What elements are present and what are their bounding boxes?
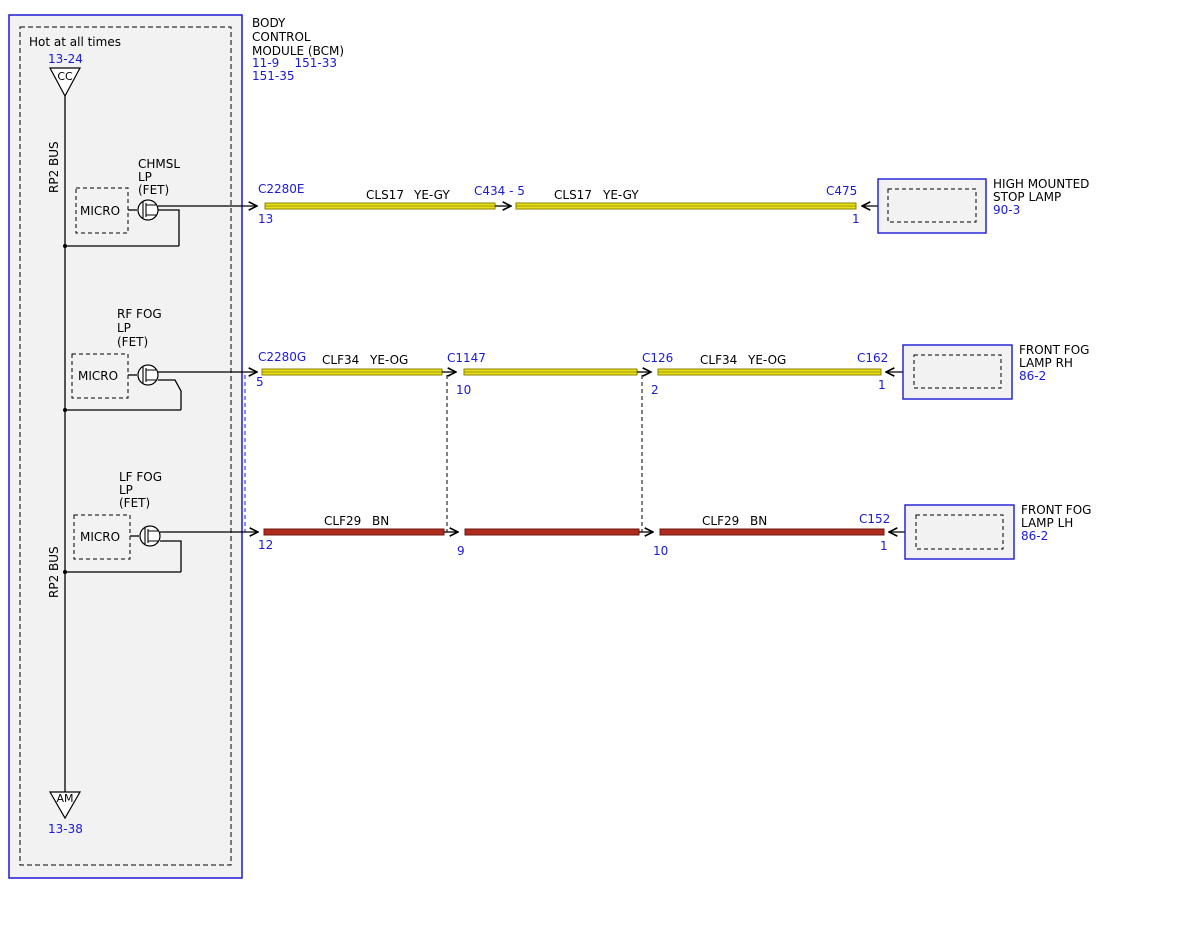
terminal-cc-label: CC <box>57 70 73 83</box>
fet-icon-lf <box>139 525 161 547</box>
bcm-name-line-3: MODULE (BCM) <box>252 44 344 58</box>
pin-9: 9 <box>457 544 465 558</box>
output-rf-fog: RF FOG LP (FET) MICRO <box>63 307 182 412</box>
bcm-module-box <box>8 14 243 879</box>
output-rf-label-3: (FET) <box>117 335 148 349</box>
circuit-id-cls17: CLS17 <box>554 188 592 202</box>
hot-at-all-times-label: Hot at all times <box>29 35 121 49</box>
circuit-id-clf34: CLF34 <box>700 353 737 367</box>
device-label-line-2: LAMP RH <box>1019 356 1073 370</box>
bus-junction-chmsl <box>63 244 67 248</box>
wire-color-ye-og: YE-OG <box>747 353 786 367</box>
bcm-name-line-1: BODY <box>252 16 286 30</box>
pin-c475: 1 <box>852 212 860 226</box>
fet-return-rf <box>158 379 182 410</box>
connector-c434[interactable]: C434 - 5 <box>474 184 525 198</box>
wire-color-ye-gy: YE-GY <box>413 188 450 202</box>
bus-junction-lf <box>63 570 67 574</box>
wire-color-ye-og: YE-OG <box>369 353 408 367</box>
top-terminal-ref[interactable]: 13-24 <box>48 52 83 66</box>
output-chmsl-label-3: (FET) <box>138 183 169 197</box>
circuit-id-clf29: CLF29 <box>324 514 361 528</box>
device-inner-boundary <box>913 354 1002 389</box>
micro-label-chmsl: MICRO <box>80 204 120 218</box>
device-label-line-2: STOP LAMP <box>993 190 1061 204</box>
circuit-id-clf34: CLF34 <box>322 353 359 367</box>
pin-c162: 1 <box>878 378 886 392</box>
output-rf-label-2: LP <box>117 321 131 335</box>
fet-symbol-rf <box>142 367 156 383</box>
output-chmsl-label-1: CHMSL <box>138 157 180 171</box>
fet-return-lf <box>160 540 182 572</box>
connector-c1147[interactable]: C1147 <box>447 351 486 365</box>
wire-color-ye-gy: YE-GY <box>602 188 639 202</box>
device-ref[interactable]: 90-3 <box>993 203 1020 217</box>
fet-icon-rf <box>137 364 159 386</box>
pin-10: 10 <box>653 544 668 558</box>
circuit-fog-rh: C2280G 5 CLF34 YE-OG C1147 10 C126 2 CLF… <box>158 343 1089 400</box>
bcm-inner-boundary <box>19 26 232 866</box>
fet-symbol-lf <box>144 528 158 544</box>
wire-segment[interactable] <box>464 528 640 536</box>
device-inner-boundary <box>915 514 1004 550</box>
device-inner-boundary <box>887 188 977 223</box>
fet-return-chmsl <box>158 209 180 246</box>
wire-color-bn: BN <box>750 514 767 528</box>
bottom-terminal-ref[interactable]: 13-38 <box>48 822 83 836</box>
wire-color-bn: BN <box>372 514 389 528</box>
micro-box-chmsl <box>75 187 129 234</box>
output-chmsl-label-2: LP <box>138 170 152 184</box>
bcm-ref-line-2[interactable]: 151-35 <box>252 69 295 83</box>
circuit-fog-lh: 12 CLF29 BN 9 10 CLF29 BN C152 1 FRONT F… <box>160 503 1091 560</box>
rp2-bus-label-top: RP2 BUS <box>47 141 61 193</box>
output-lf-label-3: (FET) <box>119 496 150 510</box>
connector-c152[interactable]: C152 <box>859 512 890 526</box>
device-label-line-2: LAMP LH <box>1021 516 1073 530</box>
micro-label-rf: MICRO <box>78 369 118 383</box>
fet-icon-chmsl <box>137 199 159 221</box>
output-lf-label-2: LP <box>119 483 133 497</box>
circuit-id-clf29: CLF29 <box>702 514 739 528</box>
micro-box-lf <box>73 514 131 560</box>
terminal-am-label: AM <box>56 792 73 805</box>
wire-segment[interactable] <box>263 528 445 536</box>
connector-c162[interactable]: C162 <box>857 351 888 365</box>
connector-c126[interactable]: C126 <box>642 351 673 365</box>
device-label-line-1: FRONT FOG <box>1021 503 1091 517</box>
wire-segment[interactable] <box>659 528 885 536</box>
connector-c2280g[interactable]: C2280G <box>258 350 306 364</box>
pin-c152: 1 <box>880 539 888 553</box>
pin-12: 12 <box>258 538 273 552</box>
rp2-bus-label-bottom: RP2 BUS <box>47 546 61 598</box>
output-rf-label-1: RF FOG <box>117 307 162 321</box>
pin-c126: 2 <box>651 383 659 397</box>
device-box-front-fog-lamp-rh[interactable] <box>902 344 1013 400</box>
device-ref[interactable]: 86-2 <box>1019 369 1046 383</box>
bus-junction-rf <box>63 408 67 412</box>
connector-c475[interactable]: C475 <box>826 184 857 198</box>
device-box-high-mounted-stop-lamp[interactable] <box>877 178 987 234</box>
micro-label-lf: MICRO <box>80 530 120 544</box>
terminal-am-triangle <box>48 791 82 820</box>
fet-symbol-chmsl <box>142 202 156 218</box>
circuit-chmsl: C2280E 13 CLS17 YE-GY C434 - 5 CLS17 YE-… <box>158 177 1089 234</box>
terminal-cc-triangle <box>48 67 82 98</box>
device-label-line-1: FRONT FOG <box>1019 343 1089 357</box>
bcm-name-line-2: CONTROL <box>252 30 311 44</box>
output-lf-label-1: LF FOG <box>119 470 162 484</box>
pin-c2280g: 5 <box>256 375 264 389</box>
device-ref[interactable]: 86-2 <box>1021 529 1048 543</box>
output-lf-fog: LF FOG LP (FET) MICRO <box>63 470 182 574</box>
circuit-id-cls17: CLS17 <box>366 188 404 202</box>
micro-box-rf <box>71 353 129 399</box>
device-label-line-1: HIGH MOUNTED <box>993 177 1089 191</box>
pin-c2280e: 13 <box>258 212 273 226</box>
device-box-front-fog-lamp-lh[interactable] <box>904 504 1015 560</box>
output-chmsl: CHMSL LP (FET) MICRO <box>63 157 180 248</box>
bcm-ref-line-1[interactable]: 11-9 151-33 <box>252 56 337 70</box>
pin-c1147: 10 <box>456 383 471 397</box>
connector-c2280e[interactable]: C2280E <box>258 182 305 196</box>
